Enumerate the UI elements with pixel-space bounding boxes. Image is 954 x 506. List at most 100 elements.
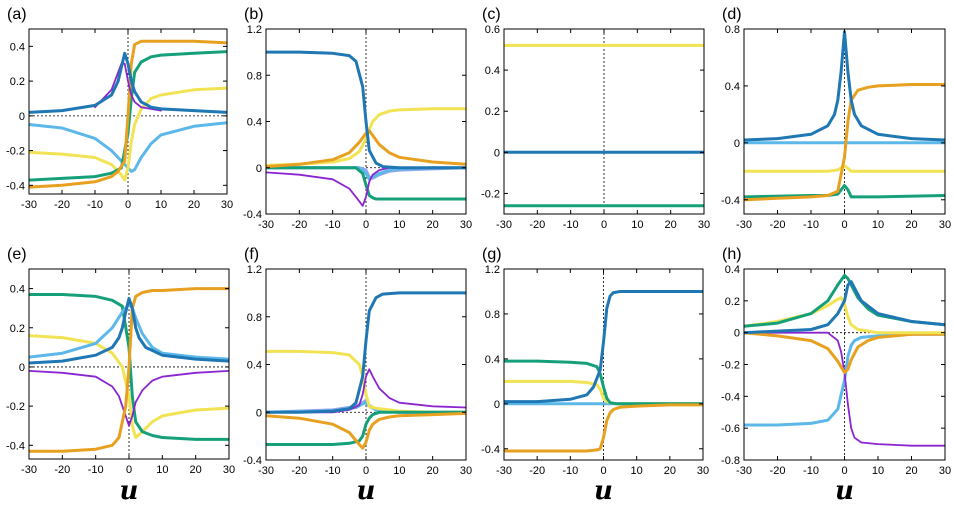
x-tick-label: 20 bbox=[188, 199, 200, 211]
y-tick-label: 0 bbox=[494, 147, 500, 159]
series-line-light_blue bbox=[29, 121, 227, 173]
panel-label: (c) bbox=[482, 6, 501, 23]
y-tick-label: 0.8 bbox=[247, 70, 262, 82]
x-tick-label: 10 bbox=[156, 464, 168, 476]
panel-label: (d) bbox=[722, 6, 742, 23]
x-tick-label: 10 bbox=[631, 465, 643, 477]
series-group bbox=[266, 50, 466, 207]
panel-label: (h) bbox=[722, 246, 742, 263]
panel-label: (b) bbox=[244, 6, 264, 23]
x-tick-label: 10 bbox=[631, 219, 643, 231]
series-group bbox=[29, 39, 227, 189]
x-tick-label: -10 bbox=[563, 219, 579, 231]
series-line-dark_blue bbox=[744, 280, 945, 335]
series-line-green bbox=[504, 359, 703, 406]
y-tick-label: -0.4 bbox=[243, 209, 262, 221]
x-tick-label: 30 bbox=[223, 464, 235, 476]
x-tick-label: -30 bbox=[258, 465, 274, 477]
series-line-yellow bbox=[29, 86, 227, 182]
x-axis-label: u bbox=[120, 476, 139, 506]
y-tick-label: 0 bbox=[494, 399, 500, 411]
series-group bbox=[504, 43, 704, 208]
y-tick-label: -0.4 bbox=[721, 195, 740, 207]
series-line-orange bbox=[744, 331, 945, 374]
series-line-yellow bbox=[744, 164, 945, 173]
x-tick-label: -10 bbox=[803, 219, 819, 231]
x-tick-label: 0 bbox=[363, 219, 369, 231]
y-tick-label: 0 bbox=[256, 163, 262, 175]
x-tick-label: 10 bbox=[872, 465, 884, 477]
y-tick-label: 1.2 bbox=[485, 264, 500, 276]
x-tick-label: 0 bbox=[125, 199, 131, 211]
x-tick-label: -10 bbox=[87, 199, 103, 211]
x-tick-label: 10 bbox=[872, 219, 884, 231]
series-group bbox=[266, 291, 466, 450]
y-tick-label: 0.2 bbox=[485, 106, 500, 118]
series-line-purple bbox=[94, 62, 162, 112]
series-line-dark_blue bbox=[29, 51, 227, 114]
x-tick-label: -20 bbox=[291, 219, 307, 231]
series-line-orange bbox=[504, 403, 703, 453]
y-tick-label: 0.4 bbox=[725, 264, 740, 276]
x-tick-label: -20 bbox=[291, 465, 307, 477]
x-tick-label: -10 bbox=[325, 219, 341, 231]
series-line-green bbox=[266, 410, 466, 446]
series-line-orange bbox=[744, 83, 945, 202]
series-line-orange bbox=[29, 287, 229, 453]
series-line-orange bbox=[266, 411, 466, 450]
x-tick-label: 0 bbox=[601, 219, 607, 231]
y-tick-label: 0.4 bbox=[10, 41, 25, 53]
panel-label: (f) bbox=[244, 246, 259, 263]
series-line-green bbox=[266, 166, 466, 201]
y-tick-label: -0.4 bbox=[721, 391, 740, 403]
x-tick-label: 20 bbox=[427, 465, 439, 477]
x-tick-label: 20 bbox=[905, 465, 917, 477]
x-tick-label: 0 bbox=[841, 219, 847, 231]
x-tick-label: 30 bbox=[939, 219, 951, 231]
x-tick-label: 10 bbox=[155, 199, 167, 211]
y-tick-label: 0.8 bbox=[725, 24, 740, 36]
x-axis-label: u bbox=[357, 476, 376, 506]
x-tick-label: 20 bbox=[190, 464, 202, 476]
series-group bbox=[744, 273, 945, 447]
y-tick-label: 0 bbox=[19, 111, 25, 123]
x-axis-label: u bbox=[835, 476, 854, 506]
y-tick-label: -0.6 bbox=[721, 423, 740, 435]
series-line-green bbox=[29, 50, 227, 182]
panel-label: (e) bbox=[7, 246, 27, 263]
x-tick-label: -30 bbox=[496, 465, 512, 477]
y-tick-label: 0.2 bbox=[10, 76, 25, 88]
x-tick-label: 20 bbox=[664, 465, 676, 477]
x-tick-label: 20 bbox=[427, 219, 439, 231]
x-tick-label: -20 bbox=[770, 465, 786, 477]
x-axis-label: u bbox=[594, 476, 613, 506]
y-tick-label: 0.6 bbox=[485, 24, 500, 36]
x-tick-label: -20 bbox=[770, 219, 786, 231]
y-tick-label: 0 bbox=[734, 138, 740, 150]
y-tick-label: -0.8 bbox=[721, 455, 740, 467]
series-line-purple bbox=[744, 331, 945, 447]
x-tick-label: -30 bbox=[736, 465, 752, 477]
y-tick-label: 0.8 bbox=[247, 312, 262, 324]
y-tick-label: -0.2 bbox=[6, 146, 25, 158]
x-tick-label: 30 bbox=[697, 465, 709, 477]
x-tick-label: -10 bbox=[88, 464, 104, 476]
x-tick-label: -20 bbox=[54, 464, 70, 476]
x-tick-label: 30 bbox=[460, 219, 472, 231]
x-tick-label: 10 bbox=[393, 219, 405, 231]
x-tick-label: -20 bbox=[529, 465, 545, 477]
x-tick-label: -30 bbox=[736, 219, 752, 231]
panel-label: (a) bbox=[7, 6, 27, 23]
x-tick-label: 30 bbox=[939, 465, 951, 477]
y-tick-label: -0.4 bbox=[243, 455, 262, 467]
x-tick-label: 0 bbox=[126, 464, 132, 476]
y-tick-label: -0.4 bbox=[481, 444, 500, 456]
series-group bbox=[29, 287, 229, 453]
